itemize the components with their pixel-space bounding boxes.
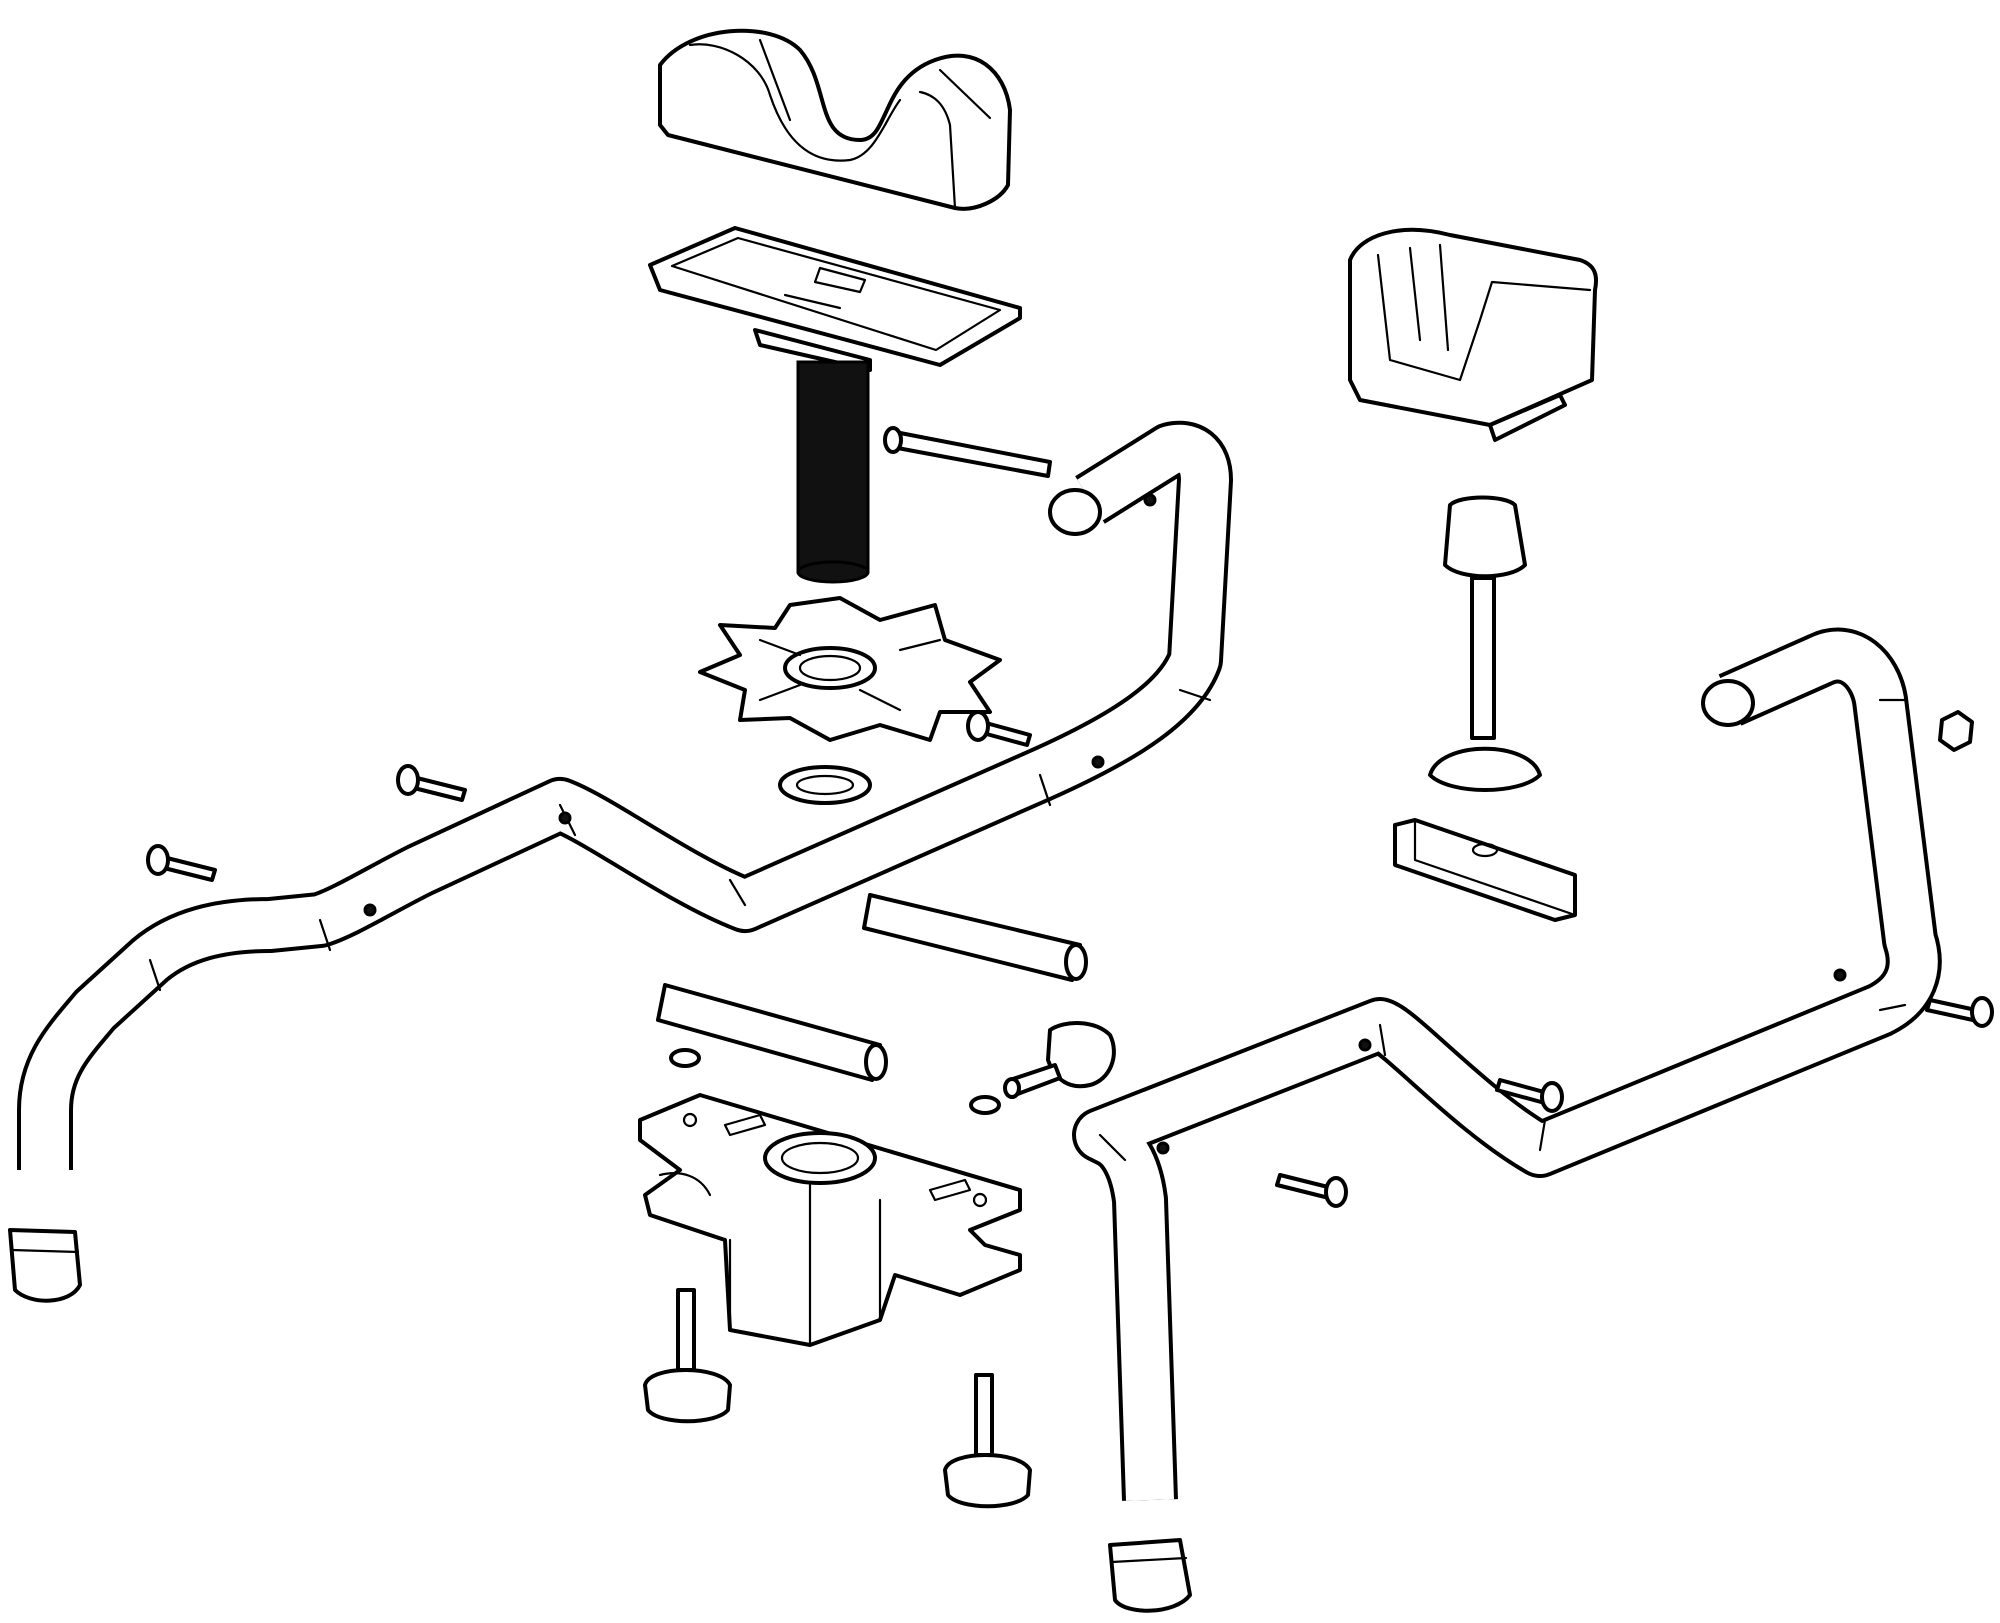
foot-cap-right: [1108, 1538, 1192, 1613]
star-knob-side: [1003, 1021, 1116, 1099]
screw-1: [396, 764, 467, 802]
channel-bar: [1393, 818, 1577, 922]
rod-long-upper: [883, 426, 1052, 478]
frame-tube-left: [17, 420, 1233, 1170]
frame-tube-right: [1072, 627, 1942, 1501]
screw-2: [146, 844, 217, 882]
knob-post: [1428, 495, 1542, 792]
star-knob-bottom-left: [643, 1288, 732, 1424]
screw-3: [966, 710, 1032, 747]
washer-small-left: [669, 1048, 701, 1068]
clamp-body: [638, 1093, 1022, 1347]
screw-6: [1495, 1078, 1564, 1113]
rod-middle: [862, 893, 1088, 982]
saddle-plate-with-stem: [648, 226, 1022, 584]
screw-5: [1925, 996, 1994, 1028]
v-cradle-pad-small: [1348, 227, 1599, 442]
screw-4: [1275, 1173, 1348, 1208]
washer-small-right: [969, 1095, 1001, 1115]
foot-cap-left: [8, 1228, 82, 1303]
rod-lower: [656, 983, 888, 1082]
v-cradle-pad-large: [658, 28, 1012, 211]
hex-nut: [1938, 710, 1974, 752]
star-knob-bottom-right: [943, 1373, 1032, 1509]
star-washer: [698, 596, 1002, 742]
o-ring: [778, 765, 872, 805]
threaded-stem: [796, 360, 870, 574]
